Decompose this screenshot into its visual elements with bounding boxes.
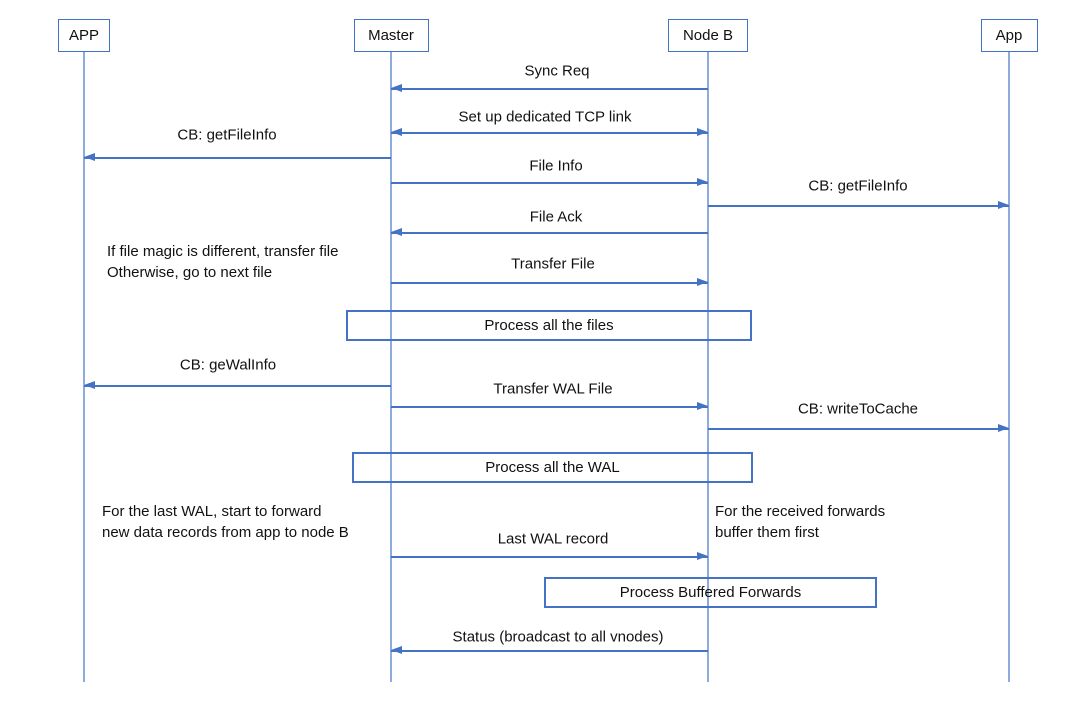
process-box-1: Process all the WAL — [352, 452, 753, 483]
message-line-8 — [391, 406, 708, 408]
lifeline-head-app-right: App — [980, 19, 1038, 52]
message-label: Status (broadcast to all vnodes) — [452, 628, 664, 646]
message-label: Transfer WAL File — [493, 380, 613, 398]
message-line-2 — [84, 157, 391, 159]
message-line-4 — [708, 205, 1009, 207]
message-line-3 — [391, 182, 708, 184]
message-line-10 — [391, 556, 708, 558]
lifeline-node-b — [707, 52, 709, 682]
arrowhead-right-icon — [697, 278, 708, 286]
lifeline-head-node-b: Node B — [668, 19, 748, 52]
lifeline-label: APP — [68, 27, 99, 44]
arrowhead-left-icon — [391, 228, 402, 236]
message-line-6 — [391, 282, 708, 284]
message-label: CB: writeToCache — [797, 400, 919, 418]
message-label: Sync Req — [524, 62, 590, 80]
arrowhead-left-icon — [84, 153, 95, 161]
arrowhead-right-icon — [998, 424, 1009, 432]
process-box-label: Process Buffered Forwards — [619, 584, 802, 601]
arrowhead-left-icon — [84, 381, 95, 389]
arrowhead-right-icon — [998, 201, 1009, 209]
note-line: For the received forwards — [715, 503, 886, 520]
arrowhead-right-icon — [697, 178, 708, 186]
message-line-5 — [391, 232, 708, 234]
message-label: File Ack — [529, 208, 583, 226]
message-label: Set up dedicated TCP link — [458, 108, 632, 126]
arrowhead-left-icon — [391, 646, 402, 654]
message-line-11 — [391, 650, 708, 652]
lifeline-label: App — [995, 27, 1023, 44]
message-label: CB: geWalInfo — [179, 356, 277, 374]
lifeline-master — [390, 52, 392, 682]
note-2: For the received forwards buffer them fir… — [715, 501, 885, 543]
arrowhead-right-icon — [697, 552, 708, 560]
note-line: If file magic is different, transfer fil… — [107, 243, 339, 260]
process-box-label: Process all the files — [484, 317, 614, 334]
message-line-0 — [391, 88, 708, 90]
message-label: File Info — [529, 157, 583, 175]
lifeline-label: Master — [368, 27, 414, 44]
message-line-9 — [708, 428, 1009, 430]
message-label: CB: getFileInfo — [177, 126, 277, 144]
note-line: new data records from app to node B — [102, 524, 349, 541]
message-line-7 — [84, 385, 391, 387]
note-1: For the last WAL, start to forward new da… — [102, 501, 349, 543]
process-box-2: Process Buffered Forwards — [544, 577, 877, 608]
arrowhead-left-icon — [391, 84, 402, 92]
arrowhead-left-icon — [391, 128, 402, 136]
message-label: Last WAL record — [497, 530, 609, 548]
lifeline-app-left — [83, 52, 85, 682]
process-box-0: Process all the files — [346, 310, 752, 341]
lifeline-label: Node B — [682, 27, 734, 44]
lifeline-app-right — [1008, 52, 1010, 682]
process-box-label: Process all the WAL — [485, 459, 620, 476]
note-0: If file magic is different, transfer fil… — [107, 241, 338, 283]
lifeline-head-app-left: APP — [58, 19, 110, 52]
message-label: Transfer File — [511, 255, 595, 273]
arrowhead-right-icon — [697, 128, 708, 136]
note-line: Otherwise, go to next file — [107, 264, 273, 281]
message-label: CB: getFileInfo — [808, 177, 908, 195]
note-line: buffer them first — [715, 524, 819, 541]
arrowhead-right-icon — [697, 402, 708, 410]
message-line-1 — [391, 132, 708, 134]
lifeline-head-master: Master — [353, 19, 429, 52]
note-line: For the last WAL, start to forward — [102, 503, 322, 520]
